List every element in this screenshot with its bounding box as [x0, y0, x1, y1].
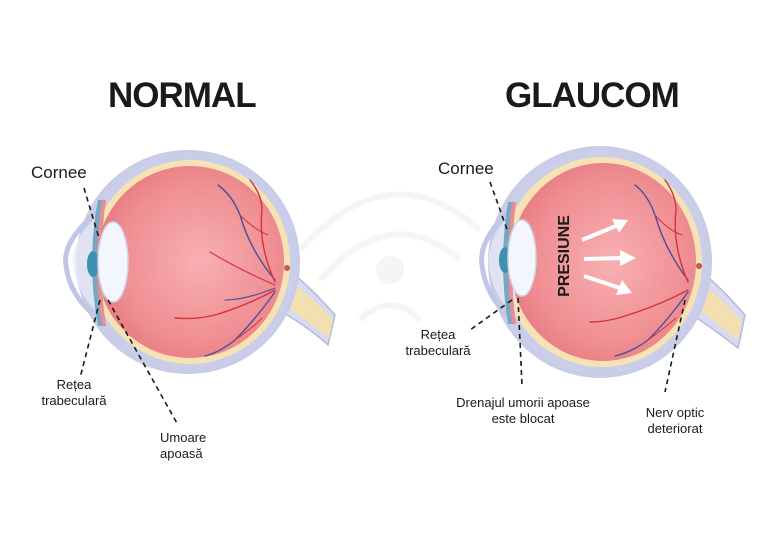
lens [97, 221, 129, 303]
optic-nerve-label-glaucoma: Nerv optic deteriorat [645, 405, 705, 436]
vitreous-body [510, 163, 696, 361]
trabecular-label-normal: Rețea trabeculară [41, 377, 107, 408]
drainage-label-glaucoma: Drenajul umorii apoase este blocat [456, 395, 590, 426]
pressure-arrow-icon [583, 274, 621, 290]
vitreous-body [96, 166, 284, 358]
pressure-arrow-icon [583, 256, 623, 261]
glaucoma-eye [479, 146, 746, 378]
pressure-label: PRESIUNE [556, 215, 573, 297]
iris [87, 251, 99, 277]
pointer-drainage-glaucoma [517, 297, 523, 386]
pointer-aqueous-normal [107, 299, 179, 426]
cornea [63, 208, 106, 325]
watermark-logo [297, 191, 482, 323]
pressure-arrow-icon [581, 224, 617, 242]
aqueous-label-normal: Umoare apoasă [160, 430, 207, 461]
arrowhead-icon [616, 280, 632, 295]
cornea-label-glaucoma: Cornee [438, 159, 494, 178]
pressure-arrows [581, 219, 636, 295]
glaucoma-title: GLAUCOM [505, 76, 680, 115]
pointer-lines [79, 181, 686, 426]
arrowhead-icon [612, 219, 628, 233]
cornea-label-normal: Cornee [31, 163, 87, 182]
normal-eye [63, 150, 336, 374]
arrowhead-icon [620, 250, 636, 266]
normal-title: NORMAL [108, 76, 257, 115]
pointer-trabecular-normal [79, 299, 101, 379]
retinal-vessels [589, 179, 689, 357]
trabecular-label-glaucoma: Rețea trabeculară [405, 327, 471, 358]
pointer-optic-nerve-glaucoma [664, 299, 686, 393]
lens [507, 219, 537, 297]
retinal-vessels [174, 179, 276, 357]
